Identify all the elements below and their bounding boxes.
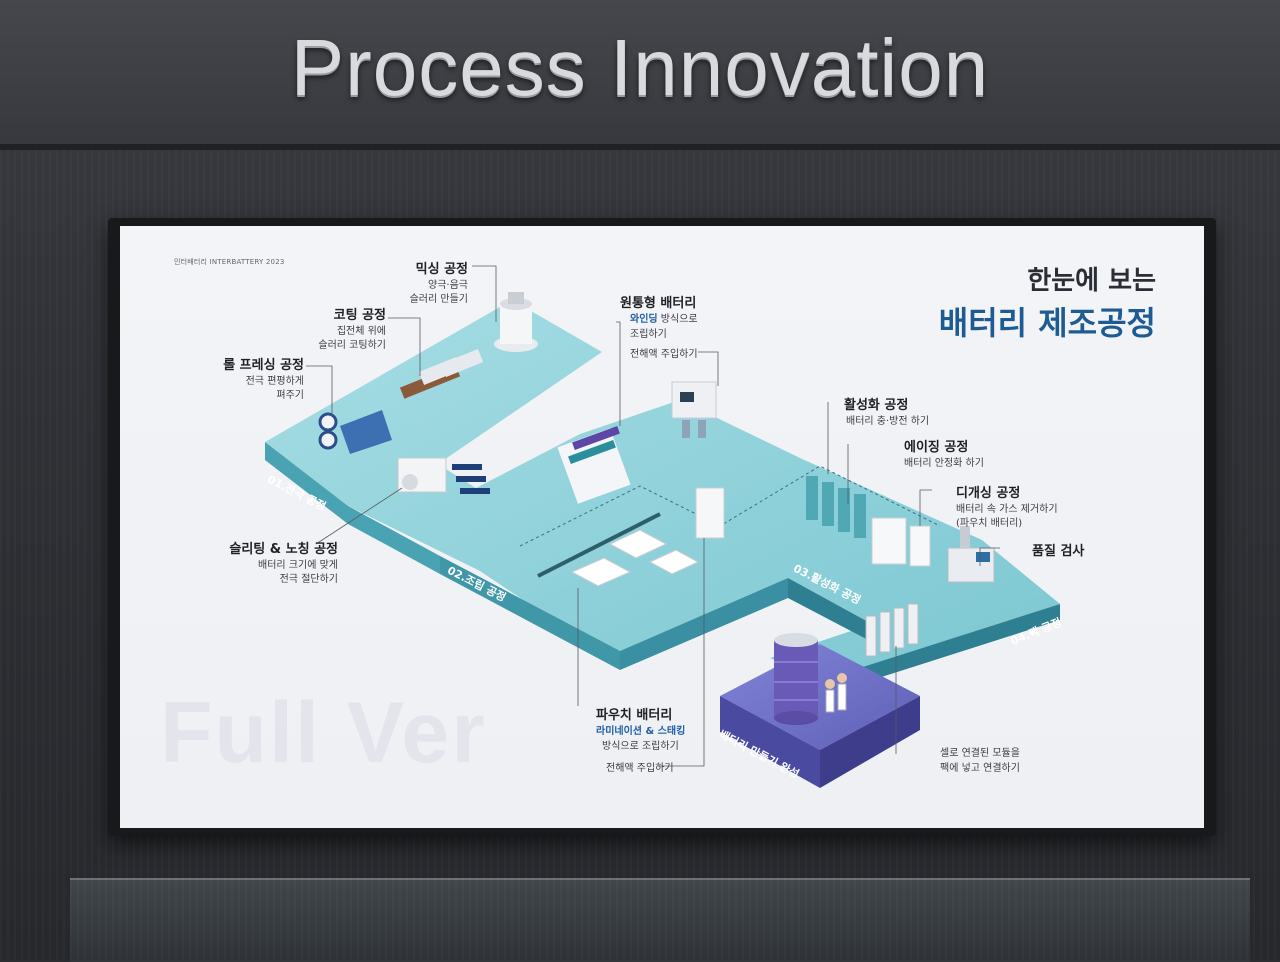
step-pouch-title: 파우치 배터리 [596, 708, 673, 723]
winding-rest: 방식으로 [657, 314, 698, 325]
step-pouch-line2: 방식으로 조립하기 [602, 741, 679, 752]
module-cells [865, 603, 919, 657]
step-coating-title: 코팅 공정 [333, 308, 386, 323]
mixing-machine [494, 292, 538, 352]
step-module-line1: 셀로 연결된 모듈을 [940, 748, 1020, 759]
process-innovation-sign: Process Innovation [290, 23, 990, 112]
platform-side-pack [788, 578, 872, 642]
pack-platform-top [720, 644, 920, 750]
electrolyte-injector [671, 381, 717, 438]
step-activation-line1: 배터리 충·방전 하기 [846, 416, 930, 427]
step-coating-line1: 집전체 위에 [336, 326, 386, 337]
process-platform-illustration [265, 265, 1060, 788]
platform-side-electrode [265, 442, 440, 574]
quality-inspection-machine [947, 526, 995, 583]
winding-machine [557, 426, 631, 504]
pack-platform-side-right [820, 696, 920, 788]
step-module-line2: 팩에 넣고 연결하기 [940, 763, 1020, 774]
technicians [825, 673, 847, 713]
step-roll-line2: 펴주기 [276, 390, 304, 401]
step-cylindrical-line3: 전해액 주입하기 [630, 349, 698, 360]
pouch-stacking-machine [570, 487, 725, 587]
step-mixing-line2: 슬러리 만들기 [409, 294, 468, 305]
step-degassing-line2: (파우치 배터리) [956, 518, 1023, 529]
step-aging-title: 에이징 공정 [904, 440, 969, 455]
step-cylindrical-line1: 와인딩 방식으로 [630, 312, 698, 327]
step-activation-title: 활성화 공정 [844, 398, 909, 413]
roll-press-machine [318, 410, 392, 454]
glass-display-case [70, 878, 1250, 962]
heading-line-1: 한눈에 보는 [1027, 266, 1156, 296]
step-quality-title: 품질 검사 [1032, 544, 1085, 559]
pack-platform-side-left [720, 696, 820, 788]
step-slitting-title: 슬리팅 & 노칭 공정 [229, 542, 338, 557]
platform-side-assembly [440, 556, 620, 670]
divider-rail [537, 512, 661, 578]
heading-line-2: 배터리 제조공정 [938, 304, 1156, 342]
platform-side-right [822, 604, 1060, 696]
step-pouch-highlight: 라미네이션 & 스태킹 [596, 726, 686, 737]
step-degassing-line1: 배터리 속 가스 제거하기 [956, 504, 1058, 515]
activation-racks [806, 476, 866, 538]
full-ver-watermark: Full Ver [160, 685, 487, 781]
step-aging-line1: 배터리 안정화 하기 [904, 458, 984, 469]
slitting-machine [397, 457, 490, 494]
step-coating-line2: 슬러리 코팅하기 [318, 340, 386, 351]
step-degassing-title: 디개싱 공정 [956, 486, 1021, 501]
step-roll-title: 롤 프레싱 공정 [223, 358, 304, 373]
step-mixing-title: 믹싱 공정 [415, 262, 468, 277]
step-pouch-line3: 전해액 주입하기 [606, 763, 674, 774]
leader-lines [306, 265, 1000, 767]
winding-highlight: 와인딩 [630, 314, 658, 325]
coating-machine [399, 349, 484, 399]
sign-band [0, 0, 1280, 150]
step-roll-line1: 전극 편평하게 [245, 376, 304, 387]
platform-top [265, 300, 1060, 680]
event-tag: 인터배터리 INTERBATTERY 2023 [174, 258, 285, 266]
step-slitting-line1: 배터리 크기에 맞게 [258, 560, 338, 571]
step-cylindrical-title: 원통형 배터리 [620, 296, 697, 311]
step-slitting-line2: 전극 절단하기 [279, 574, 338, 585]
step-mixing-line1: 양극·음극 [428, 280, 468, 291]
step-cylindrical-line2: 조립하기 [630, 329, 667, 340]
display-screen: Full Ver [120, 226, 1204, 828]
battery-cell-cylinder [774, 633, 818, 725]
